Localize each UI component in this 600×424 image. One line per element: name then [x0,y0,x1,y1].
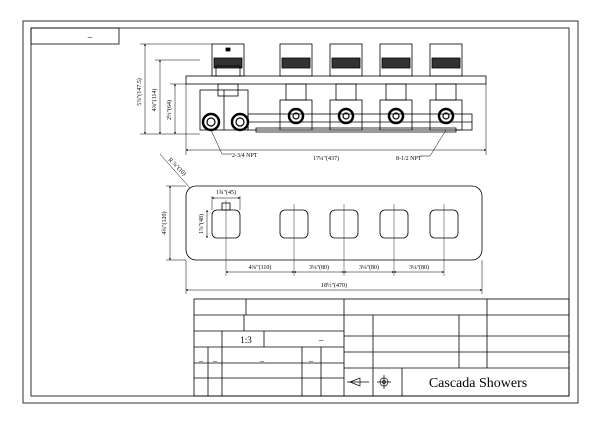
knob-4 [379,43,413,77]
header-box: – [30,27,120,45]
dim-inlet-label: 2-3/4 NPT [232,153,258,159]
title-dash-c: – [212,356,218,365]
company-name: Cascada Showers [429,376,527,391]
dim-plate-length: 18½"(470) [321,282,347,289]
dim-overall-height: 5⅞"(147.5) [136,78,143,105]
cover-plate [185,75,487,85]
dim-knob-height: 1⅞"(48) [198,214,205,234]
dim-gap-2: 3⅛"(80) [309,264,329,271]
title-scale: 1:3 [240,335,252,345]
knob-2 [279,43,313,77]
front-view [185,185,483,276]
header-dash: – [87,32,93,42]
dim-first-gap: 4⅜"(110) [249,264,272,271]
title-dash-a: – [318,335,324,345]
knob-3 [329,43,363,77]
title-block [193,298,570,397]
dim-depth: 2½"(64) [166,100,173,120]
dim-knob-width: 1¾"(45) [216,189,236,196]
title-dash-b: – [198,356,204,365]
title-dash-d: – [259,356,265,365]
title-dash-e: – [308,356,314,365]
outer-border [22,20,579,404]
knob-1 [211,43,245,77]
side-view-dimensions [140,43,487,157]
dim-body-length: 17¼"(437) [313,155,339,162]
dim-outlet-label: 8-1/2 NPT [396,156,422,162]
projection-symbol-icon [347,375,391,389]
dim-gap-4: 3⅛"(80) [409,264,429,271]
knob-5 [429,43,463,77]
dim-gap-3: 3⅛"(80) [359,264,379,271]
side-view [185,43,487,133]
dim-valve-height: 4⅜"(114) [151,89,158,112]
inner-border [30,27,570,397]
front-plate [185,185,483,261]
dim-plate-corner: R ⅜"(10) [167,156,188,177]
dim-plate-height: 4¾"(120) [161,212,168,235]
front-view-dimensions [159,153,483,294]
